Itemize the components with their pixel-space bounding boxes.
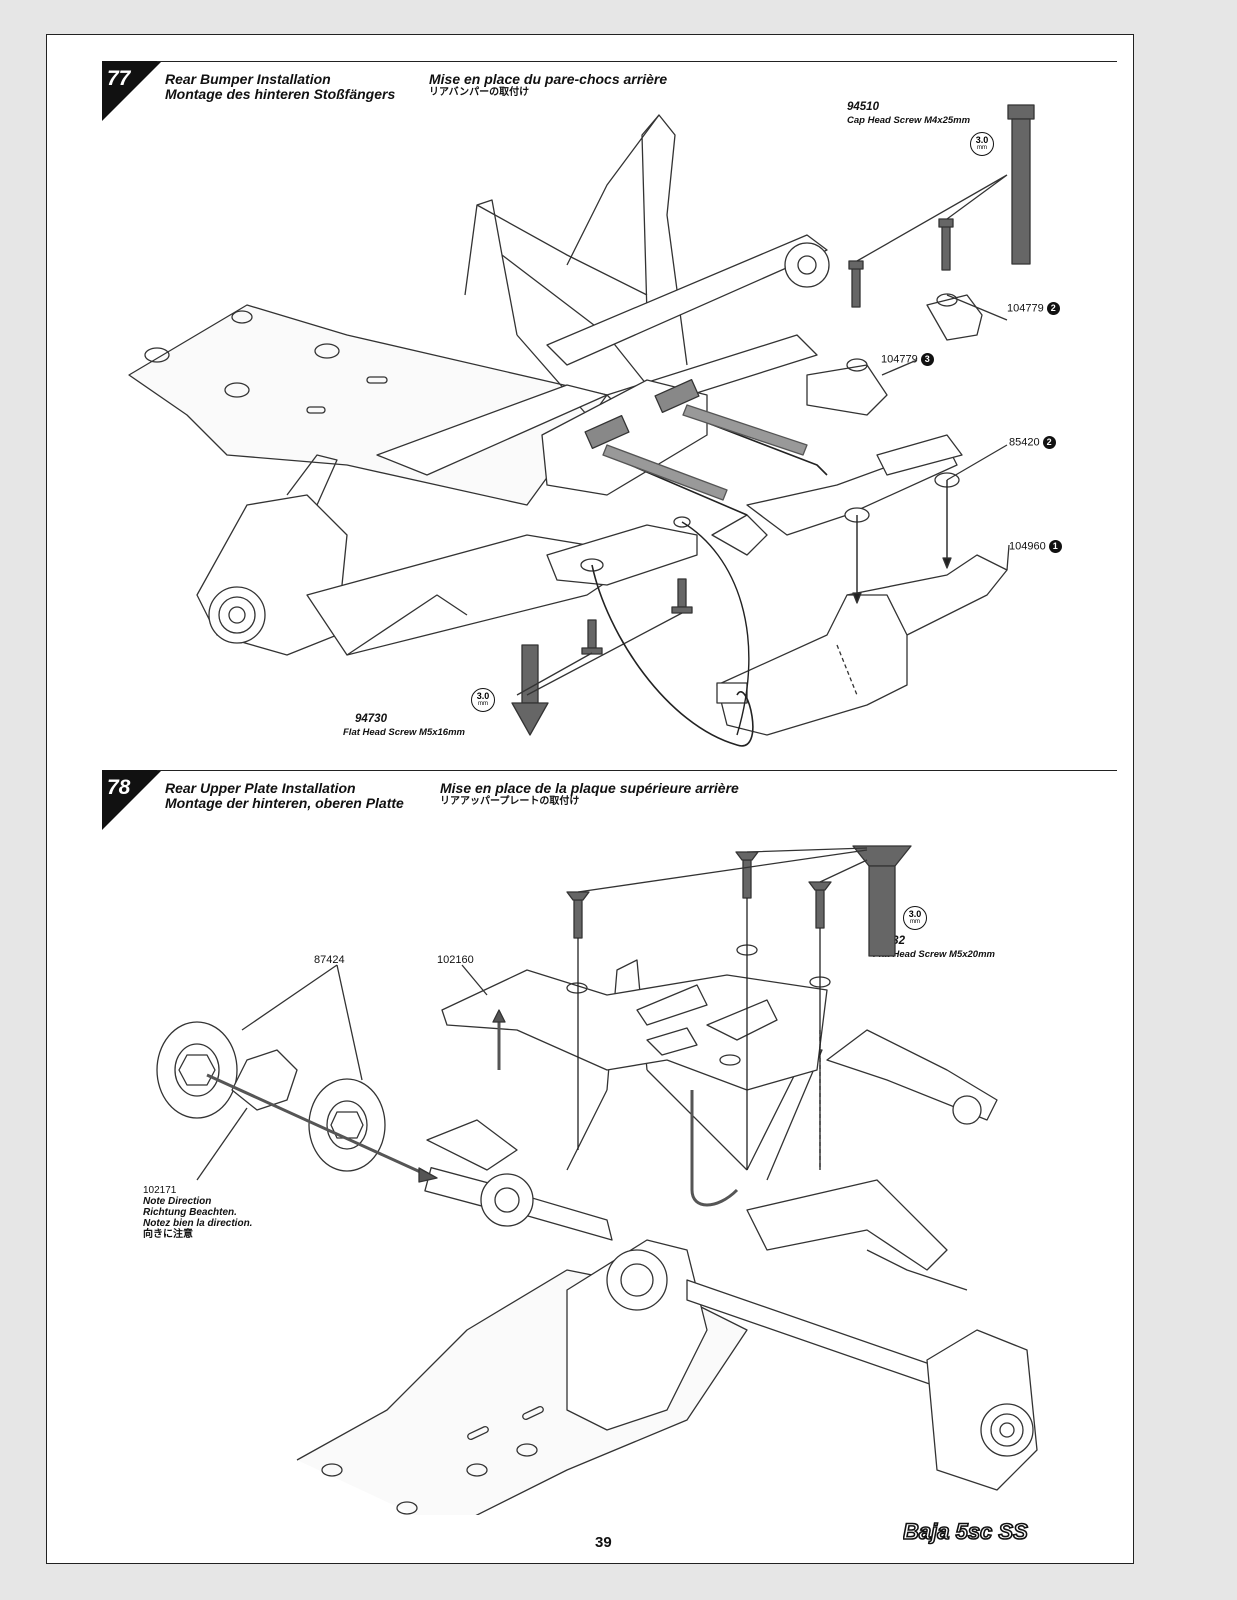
part-desc-94510: Cap Head Screw M4x25mm <box>847 115 971 126</box>
note-en: Note Direction <box>143 1196 212 1207</box>
hub-direction-note: 102171 Note Direction Richtung Beachten.… <box>143 1185 252 1240</box>
title-jp: リアバンパーの取付け <box>429 87 530 98</box>
step-title-fr-jp: Mise en place du pare-chocs arrière リアバン… <box>429 72 667 99</box>
title-fr: Mise en place de la plaque supérieure ar… <box>440 780 739 796</box>
step-78-section: 78 Rear Upper Plate Installation Montage… <box>47 770 1133 1515</box>
step-number: 78 <box>107 776 131 799</box>
part-code: 104960 <box>1009 540 1046 553</box>
step-title-fr-jp: Mise en place de la plaque supérieure ar… <box>440 781 739 808</box>
manual-page: 77 Rear Bumper Installation Montage des … <box>46 34 1134 1564</box>
part-code-94510: 94510 <box>847 101 879 113</box>
rear-bumper-assembly-illustration <box>128 104 1035 747</box>
title-jp: リアアッパープレートの取付け <box>440 796 580 807</box>
title-de: Montage des hinteren Stoßfängers <box>165 86 396 102</box>
title-en: Rear Bumper Installation <box>165 71 331 87</box>
part-desc-94730: Flat Head Screw M5x16mm <box>343 727 465 738</box>
tool-unit: mm <box>478 701 488 707</box>
section-rule <box>157 770 1117 772</box>
part-label-102160: 102160 <box>437 954 474 966</box>
page-number: 39 <box>595 1534 612 1551</box>
marker-badge: 2 <box>1042 436 1056 449</box>
hex-wrench-size-badge: 3.0 mm <box>471 688 495 712</box>
marker-badge: 1 <box>1048 540 1062 553</box>
part-desc-94732: Flat Head Screw M5x20mm <box>873 949 995 960</box>
title-de: Montage der hinteren, oberen Platte <box>165 795 404 811</box>
hex-wrench-size-badge: 3.0 mm <box>903 906 927 930</box>
tool-size: 3.0 <box>975 135 989 145</box>
step-title-en-de: Rear Bumper Installation Montage des hin… <box>165 72 395 102</box>
step-badge-77 <box>102 61 162 121</box>
rear-upper-plate-illustration <box>156 845 1038 1515</box>
part-code-94730: 94730 <box>355 713 387 725</box>
title-en: Rear Upper Plate Installation <box>165 780 356 796</box>
note-fr: Notez bien la direction. <box>143 1218 253 1229</box>
logo-text: Baja 5sc SS <box>903 1519 1028 1544</box>
step-badge-78 <box>102 770 162 830</box>
step-number: 77 <box>107 67 131 90</box>
marker-badge: 2 <box>1046 302 1060 315</box>
tool-unit: mm <box>910 919 920 925</box>
marker-badge: 3 <box>920 353 934 366</box>
part-code: 104779 <box>881 353 918 366</box>
tool-size: 3.0 <box>908 909 922 919</box>
step-77-section: 77 Rear Bumper Installation Montage des … <box>47 35 1133 775</box>
title-fr: Mise en place du pare-chocs arrière <box>429 71 668 87</box>
part-label-87424: 87424 <box>314 954 345 966</box>
part-code: 104779 <box>1007 302 1044 315</box>
note-jp: 向きに注意 <box>143 1229 193 1240</box>
part-code-102171: 102171 <box>143 1185 177 1196</box>
part-code: 85420 <box>1009 436 1040 449</box>
baja-5sc-ss-logo: Baja 5sc SS <box>903 1519 1029 1545</box>
step-title-en-de: Rear Upper Plate Installation Montage de… <box>165 781 404 811</box>
note-de: Richtung Beachten. <box>143 1207 237 1218</box>
tool-size: 3.0 <box>476 691 490 701</box>
tool-unit: mm <box>977 145 987 151</box>
hex-wrench-size-badge: 3.0 mm <box>970 132 994 156</box>
section-rule <box>157 61 1117 63</box>
